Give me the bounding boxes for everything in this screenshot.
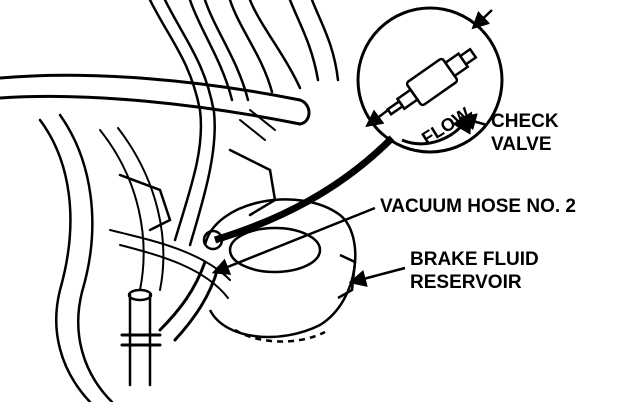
engine-bay-hoses: [0, 0, 340, 402]
reservoir-label-line2: RESERVOIR: [410, 272, 522, 293]
check-valve-label-line2: VALVE: [491, 134, 552, 155]
check-valve-label-line1: CHECK: [491, 111, 559, 132]
reservoir-arrow: [348, 266, 406, 287]
reservoir-label-line1: BRAKE FLUID: [410, 249, 539, 270]
vacuum-hose-label: VACUUM HOSE NO. 2: [380, 196, 576, 217]
check-valve-arrow: [458, 113, 488, 131]
detail-leader-hose: [213, 135, 395, 244]
brake-fluid-reservoir-drawing: [202, 198, 357, 343]
vacuum-hose-arrow: [211, 206, 376, 275]
